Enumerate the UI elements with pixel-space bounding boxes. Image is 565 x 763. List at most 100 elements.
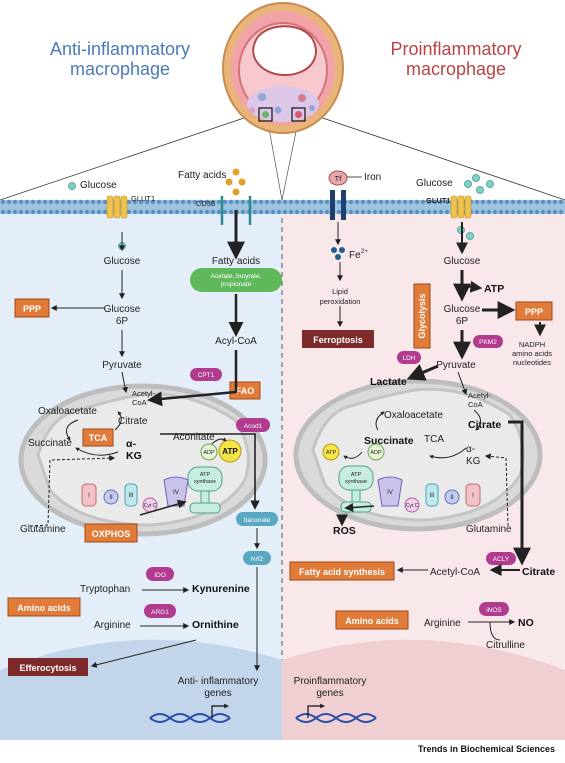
- left-succinate: Succinate: [28, 438, 72, 449]
- ido-label: IDO: [154, 572, 166, 579]
- acod1-pill: [236, 418, 270, 432]
- left-atp-synthase-icon: [187, 466, 223, 514]
- citrate-2: Citrate: [522, 566, 555, 578]
- right-complex-iv: IV: [387, 490, 393, 496]
- right-glut1-transporter-icon: [450, 195, 474, 240]
- right-complex-i: I: [472, 493, 474, 499]
- right-cyt-c: Cyt C: [406, 503, 419, 509]
- left-arrows: [29, 210, 260, 672]
- acly-label: ACLY: [493, 556, 510, 563]
- right-glutamine: Glutamine: [466, 524, 512, 535]
- right-complex-iii: III: [429, 493, 434, 499]
- citrulline-label: Citrulline: [486, 640, 525, 651]
- scfa-text: Acetate, butyrate,propionate: [211, 273, 262, 288]
- fao-label: FAO: [236, 386, 255, 396]
- ferroptosis-box: [302, 330, 374, 348]
- left-complex-ii: II: [109, 495, 113, 501]
- right-atp-label: ATP: [326, 450, 337, 456]
- fatty-acid-dots: [225, 168, 246, 196]
- left-cyt-c: Cyt C: [144, 503, 157, 509]
- right-oxaloacetate: Oxaloacetate: [384, 410, 443, 421]
- fe-label: Fe: [349, 250, 361, 261]
- right-adp-label: ADP: [370, 450, 382, 456]
- acod1-label: Acod1: [244, 423, 263, 430]
- fatty-acids-label: Fatty acids: [178, 170, 226, 181]
- fas-box: [289, 561, 395, 581]
- left-oxaloacetate: Oxaloacetate: [38, 406, 97, 417]
- right-complex-ii: II: [450, 495, 454, 501]
- right-arrows: [335, 222, 546, 641]
- left-complex-iv: IV: [173, 490, 179, 496]
- left-amino-acids-label: Amino acids: [17, 603, 71, 613]
- efferocytosis-label: Efferocytosis: [19, 663, 76, 673]
- right-tca: TCA: [424, 434, 444, 445]
- ros-label: ROS: [333, 525, 356, 537]
- glycolysis-box: [413, 283, 431, 349]
- left-pyruvate: Pyruvate: [102, 360, 142, 371]
- cd36-label: CD36: [196, 199, 215, 208]
- footer-source: Trends in Biochemical Sciences: [418, 744, 555, 754]
- right-atp-1: ATP: [484, 283, 504, 295]
- iron-label: Iron: [364, 172, 381, 183]
- itaconate-pill: [236, 512, 278, 526]
- scfa-pill: [190, 268, 282, 292]
- efferocytosis-box: [8, 658, 88, 676]
- ferroptosis-label: Ferroptosis: [313, 335, 363, 345]
- oxphos-box: [84, 523, 138, 543]
- glycolysis-label: Glycolysis: [417, 293, 427, 338]
- left-glutamine: Glutamine: [20, 524, 66, 535]
- right-amino-acids-label: Amino acids: [345, 616, 399, 626]
- acetyl-coa-2: Acetyl-CoA: [430, 567, 480, 578]
- kynurenine-label: Kynurenine: [192, 583, 250, 595]
- right-dna-icon: [295, 703, 377, 723]
- left-atp-icon: [218, 439, 242, 463]
- pkm2-pill: [473, 335, 503, 348]
- right-arginine: Arginine: [424, 618, 461, 629]
- inos-label: iNOS: [486, 607, 502, 614]
- cpt1-pill: [190, 368, 222, 381]
- left-glucose-in: Glucose: [104, 256, 141, 267]
- right-ppp-label: PPP: [525, 307, 543, 317]
- ornithine-label: Ornithine: [192, 619, 239, 631]
- cd36-receptor-icon: [220, 196, 252, 225]
- no-label: NO: [518, 617, 534, 629]
- right-citrate: Citrate: [468, 419, 501, 431]
- left-ppp-label: PPP: [23, 304, 41, 314]
- left-tca-label: TCA: [89, 433, 108, 443]
- cpt1-label: CPT1: [198, 372, 215, 379]
- left-glut1-label: GLUT1: [131, 194, 155, 203]
- oxphos-label: OXPHOS: [92, 529, 131, 539]
- nrf2-label: Nrf2: [251, 556, 264, 563]
- transferrin-receptor-icon: [328, 170, 348, 220]
- left-complex-iii: III: [128, 493, 133, 499]
- ldh-label: LDH: [402, 355, 415, 362]
- right-glucose-label: Glucose: [416, 178, 453, 189]
- pkm2-label: PKM2: [479, 339, 497, 346]
- arg1-label: ARG1: [151, 609, 169, 616]
- right-glucose-in: Glucose: [444, 256, 481, 267]
- right-adp-icon: [367, 443, 385, 461]
- right-etc-complexes: [377, 476, 481, 513]
- left-etc-complexes: [81, 476, 189, 513]
- left-complex-i: I: [88, 493, 90, 499]
- arg1-pill: [144, 604, 176, 618]
- inos-pill: [479, 602, 509, 616]
- left-citrate: Citrate: [118, 416, 148, 427]
- right-pyruvate: Pyruvate: [436, 360, 476, 371]
- itaconate-label: Itaconate: [244, 517, 271, 524]
- nrf2-pill: [243, 551, 271, 565]
- ldh-pill: [397, 351, 421, 364]
- tryptophan-label: Tryptophan: [80, 584, 130, 595]
- left-fatty-acids-in: Fatty acids: [212, 256, 260, 267]
- right-akg: α-KG: [466, 444, 481, 467]
- right-amino-acids-box: [335, 610, 409, 630]
